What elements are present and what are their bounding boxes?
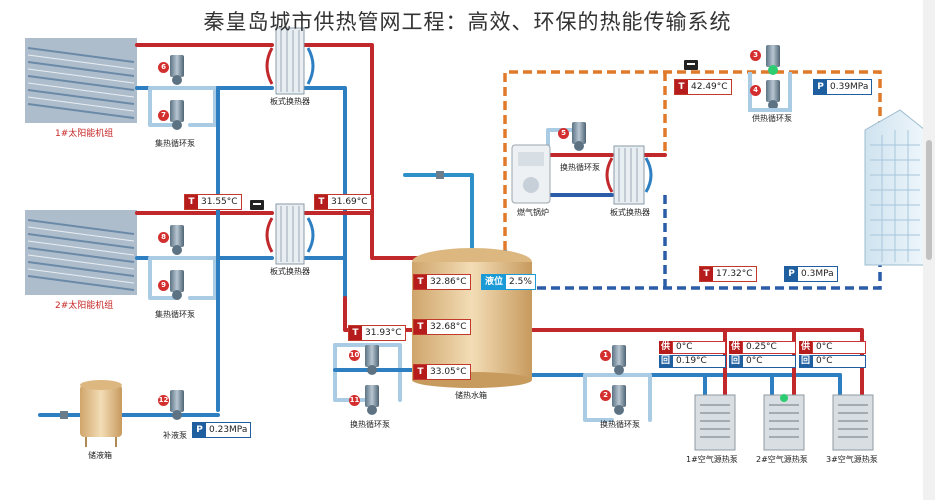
pump-number-4: 4 [750,85,761,96]
makeup-pump-label: 补液泵 [163,431,187,440]
pump-8 [170,225,184,255]
pump-4 [766,80,780,110]
solar-panel-2 [25,210,137,295]
hx2-label: 板式换热器 [270,267,310,276]
pump-1 [612,345,626,375]
hx1-label: 板式换热器 [270,97,310,106]
sensor-icon [250,200,264,210]
supply-pump-label: 供热循环泵 [752,114,792,123]
pump-12 [170,390,184,420]
pump-number-8: 8 [158,232,169,243]
pump-number-9: 9 [158,280,169,291]
pump-number-11: 11 [349,395,360,406]
scrollbar-thumb[interactable] [926,140,932,260]
pump-9 [170,270,184,300]
heat-pump-3-label: 3#空气源热泵 [826,455,878,464]
tank-pump-b-label: 换热循环泵 [600,420,640,429]
pump-3 [766,45,780,75]
heat-pump-1 [694,394,736,451]
gas-loop-pump-label: 换热循环泵 [560,163,600,172]
gas-boiler-label: 燃气锅炉 [517,208,549,217]
sensor-icon [684,60,698,70]
pump-7 [170,100,184,130]
gas-boiler [511,144,551,204]
vertical-scrollbar[interactable] [923,0,935,500]
heat-pump-2-label: 2#空气源热泵 [756,455,808,464]
pump-number-3: 3 [750,50,761,61]
pump-6 [170,55,184,85]
solar-panel-1 [25,38,137,123]
pump-10 [365,345,379,375]
heat-pump-2 [763,394,805,451]
liquid-tank-label: 储液箱 [88,451,112,460]
page-title: 秦皇岛城市供热管网工程：高效、环保的热能传输系统 [203,10,732,34]
pump-number-7: 7 [158,110,169,121]
valve-icon [60,171,444,419]
hx3-label: 板式换热器 [610,208,650,217]
collector-pump-a-label: 集热循环泵 [155,139,195,148]
heat-exchanger-2 [265,203,315,265]
tank-pump-a-label: 换热循环泵 [350,420,390,429]
storage-tank-label: 储热水箱 [455,391,487,400]
pipe-supply-dashed [503,70,882,250]
heat-exchanger-3 [605,145,653,205]
pump-number-5: 5 [558,128,569,139]
pump-number-2: 2 [600,390,611,401]
heat-pump-1-label: 1#空气源热泵 [686,455,738,464]
solar-unit-1-label: 1#太阳能机组 [55,129,114,139]
heat-pump-3 [832,394,874,451]
solar-unit-2-label: 2#太阳能机组 [55,301,114,311]
building [864,109,926,266]
pump-11 [365,385,379,415]
heat-exchanger-1 [265,27,315,95]
pump-2 [612,385,626,415]
pump-number-10: 10 [349,350,360,361]
pump-5 [572,122,586,151]
pump-number-1: 1 [600,350,611,361]
pump-number-6: 6 [158,62,169,73]
collector-pump-b-label: 集热循环泵 [155,310,195,319]
pump-number-12: 12 [158,395,169,406]
liquid-tank [80,380,122,447]
